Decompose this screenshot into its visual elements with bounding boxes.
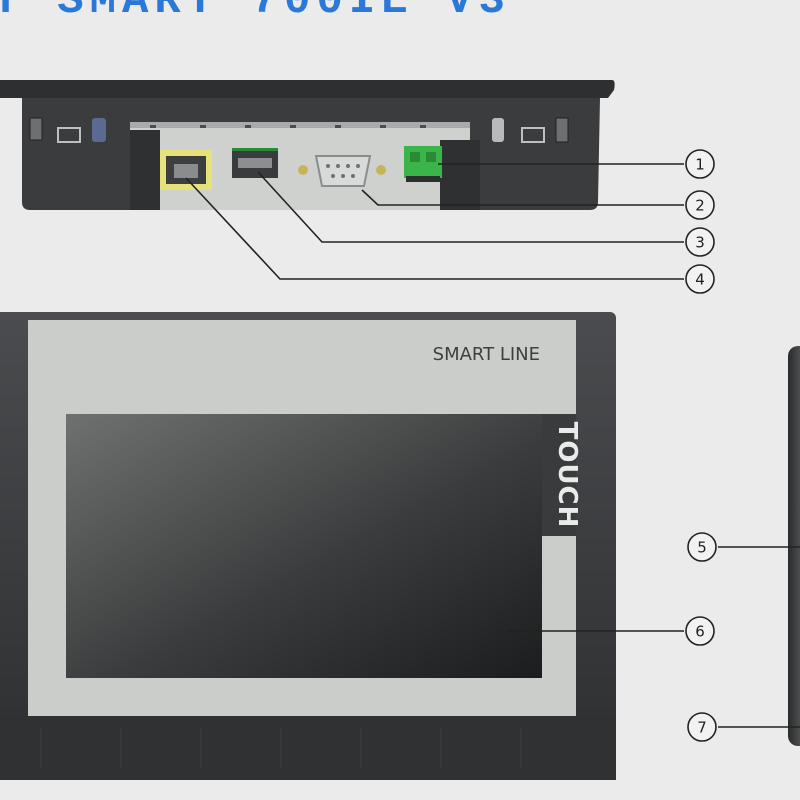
document-title: ST SMART 700IE V3 xyxy=(0,0,511,26)
leader-line-2 xyxy=(361,189,684,206)
callout-1: 1 xyxy=(685,149,715,179)
ethernet-port-icon xyxy=(160,150,212,190)
front-view: SMART LINE TOUCH xyxy=(0,312,616,780)
right-mounting-clips xyxy=(492,117,569,143)
callout-number: 7 xyxy=(697,719,707,737)
leader-line-3 xyxy=(257,171,684,243)
callout-3: 3 xyxy=(685,227,715,257)
leader-lines xyxy=(185,163,800,728)
callout-number: 4 xyxy=(695,271,705,289)
callout-7: 7 xyxy=(687,712,717,742)
usb-port-icon xyxy=(232,148,278,178)
side-profile xyxy=(788,346,800,746)
display-screen xyxy=(66,414,542,678)
callout-number: 1 xyxy=(695,156,705,174)
touch-strip xyxy=(542,414,576,536)
callout-number: 6 xyxy=(695,623,705,641)
left-mounting-clips xyxy=(29,117,106,143)
top-view-lip xyxy=(0,80,615,98)
callout-number: 5 xyxy=(697,539,707,557)
callout-2: 2 xyxy=(685,190,715,220)
callout-6: 6 xyxy=(685,616,715,646)
touch-label: TOUCH xyxy=(552,422,582,529)
side-view xyxy=(788,346,800,746)
brand-label: SMART LINE xyxy=(433,344,540,365)
callout-4: 4 xyxy=(685,264,715,294)
callout-5: 5 xyxy=(687,532,717,562)
dc-terminal-icon xyxy=(404,146,442,182)
leader-line-4 xyxy=(185,177,684,280)
serial-port-icon xyxy=(298,155,386,187)
callout-number: 3 xyxy=(695,234,705,252)
callout-number: 2 xyxy=(695,197,705,215)
top-view xyxy=(0,80,615,210)
